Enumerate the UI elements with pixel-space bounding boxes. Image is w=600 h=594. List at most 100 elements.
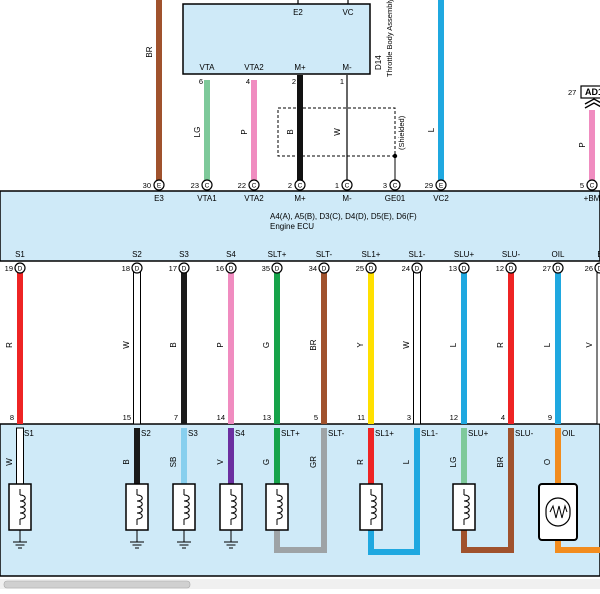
mid-wire-code-2: W (122, 341, 131, 349)
ecu-pin-num-7: 25 (356, 264, 364, 273)
ecu-pin-name-11: OIL (552, 250, 565, 259)
ecu-pin-num-2: 18 (122, 264, 130, 273)
trans-pin-name-1: S1 (24, 429, 34, 438)
trans-pin-num-10: 4 (501, 413, 505, 422)
trans-wire-code-4: V (216, 459, 225, 465)
trans-wire-code-8: L (402, 459, 411, 464)
terminal-vc2 (435, 179, 447, 191)
trans-wire-1 (16, 427, 24, 485)
wire-code-vta2: P (240, 129, 249, 134)
ecu-pin-name-2: S2 (132, 250, 142, 259)
terminal-mplus-letter: C (298, 183, 303, 190)
terminal-vta2-letter: C (252, 183, 257, 190)
ecu-terminal-11 (552, 262, 564, 274)
trans-pin-name-5: SLT+ (281, 429, 300, 438)
ecu-terminal-3 (178, 262, 190, 274)
throttle-pin-vta2: VTA2 (244, 63, 264, 72)
ecu-pin-name-6: SLT- (316, 250, 333, 259)
wire-code-bm: P (578, 142, 587, 147)
ecu-label-mplus: M+ (294, 194, 306, 203)
mid-wire-code-6: BR (309, 339, 318, 350)
ecu-terminal-12-letter: D (598, 266, 600, 273)
terminal-e3-letter: E (157, 183, 162, 190)
mid-wire-code-8: W (402, 341, 411, 349)
trans-pin-num-6: 5 (314, 413, 318, 422)
terminal-mminus (341, 179, 353, 191)
ecu-pin-num-8: 24 (402, 264, 410, 273)
horizontal-scrollbar[interactable] (0, 579, 600, 589)
shielded-label: (Shielded) (397, 115, 406, 150)
ecu-terminal-2-letter: D (135, 266, 140, 273)
wire-code-e3: BR (145, 46, 154, 57)
mid-wire-12 (596, 269, 600, 425)
ecu-label-vta2: VTA2 (244, 194, 264, 203)
pin-e3: 30 (143, 181, 151, 190)
terminal-vta2 (248, 179, 260, 191)
shield-box (277, 107, 396, 157)
ecu-terminal-6 (318, 262, 330, 274)
ecu-terminal-7-letter: D (369, 266, 374, 273)
engine-ecu-band (0, 190, 600, 262)
ecu-pin-name-10: SLU- (502, 250, 521, 259)
ecu-label-e3: E3 (154, 194, 164, 203)
trans-pin-num-2: 15 (123, 413, 131, 422)
mid-wire-code-7: Y (356, 342, 365, 348)
ecu-terminal-5-letter: D (275, 266, 280, 273)
solenoid-coil-7 (463, 494, 470, 520)
throttle-pinnum-4: 4 (246, 77, 250, 86)
terminal-bm (586, 179, 598, 191)
ecu-terminal-6-letter: D (322, 266, 327, 273)
ecu-pin-name-12: E (597, 250, 600, 259)
ecu-label-vta1: VTA1 (197, 194, 217, 203)
terminal-bm-letter: C (590, 183, 595, 190)
pin-mplus: 2 (288, 181, 292, 190)
pin-vta2: 22 (238, 181, 246, 190)
ecu-label-mminus: M- (342, 194, 352, 203)
terminal-ge01 (389, 179, 401, 191)
trans-wire-code-10: BR (496, 456, 505, 467)
mid-wire-code-4: P (216, 342, 225, 347)
terminal-e3 (153, 179, 165, 191)
ecu-terminal-1 (14, 262, 26, 274)
trans-wire-code-1: W (5, 458, 14, 466)
wire-code-mminus: W (333, 128, 342, 136)
ecu-label-ge01: GE01 (385, 194, 406, 203)
ground-icon-1 (13, 541, 27, 549)
solenoid-coil-3 (183, 494, 190, 520)
pin-vc2: 29 (425, 181, 433, 190)
mid-wire-code-3: B (169, 342, 178, 347)
trans-pin-num-5: 13 (263, 413, 271, 422)
ecu-pin-num-5: 35 (262, 264, 270, 273)
throttle-pin-mminus: M- (342, 63, 352, 72)
trans-wire-code-3: SB (169, 457, 178, 468)
throttle-name: Throttle Body Assembly (385, 0, 394, 77)
ecu-terminal-2 (131, 262, 143, 274)
ecu-pin-name-4: S4 (226, 250, 236, 259)
ecu-terminal-7 (365, 262, 377, 274)
ecu-pin-num-11: 27 (543, 264, 551, 273)
ecu-label-bm: +BM (584, 194, 600, 203)
throttle-pinnum-1: 1 (340, 77, 344, 86)
trans-pin-name-6: SLT- (328, 429, 345, 438)
trans-pin-num-4: 14 (217, 413, 225, 422)
throttle-pinnum-2: 2 (292, 77, 296, 86)
throttle-code: D14 (374, 55, 383, 70)
ecu-pin-name-9: SLU+ (454, 250, 475, 259)
ecu-pin-name-1: S1 (15, 250, 25, 259)
terminal-vc2-letter: E (439, 183, 444, 190)
trans-pin-num-9: 12 (450, 413, 458, 422)
trans-wire-code-6: GR (309, 456, 318, 468)
solenoid-coil-4 (230, 494, 237, 520)
ad-connector-label: AD1 (585, 87, 600, 97)
throttle-pin-e2: E2 (293, 8, 303, 17)
ecu-terminal-9 (458, 262, 470, 274)
terminal-ge01-letter: C (393, 183, 398, 190)
ecu-pin-name-8: SL1- (409, 250, 426, 259)
scrollbar-thumb[interactable] (3, 580, 191, 589)
solenoid-coil-2 (136, 494, 143, 520)
ground-icon-4 (224, 541, 238, 549)
mid-wire-code-5: G (262, 342, 271, 348)
wire-code-vc2: L (427, 127, 436, 132)
